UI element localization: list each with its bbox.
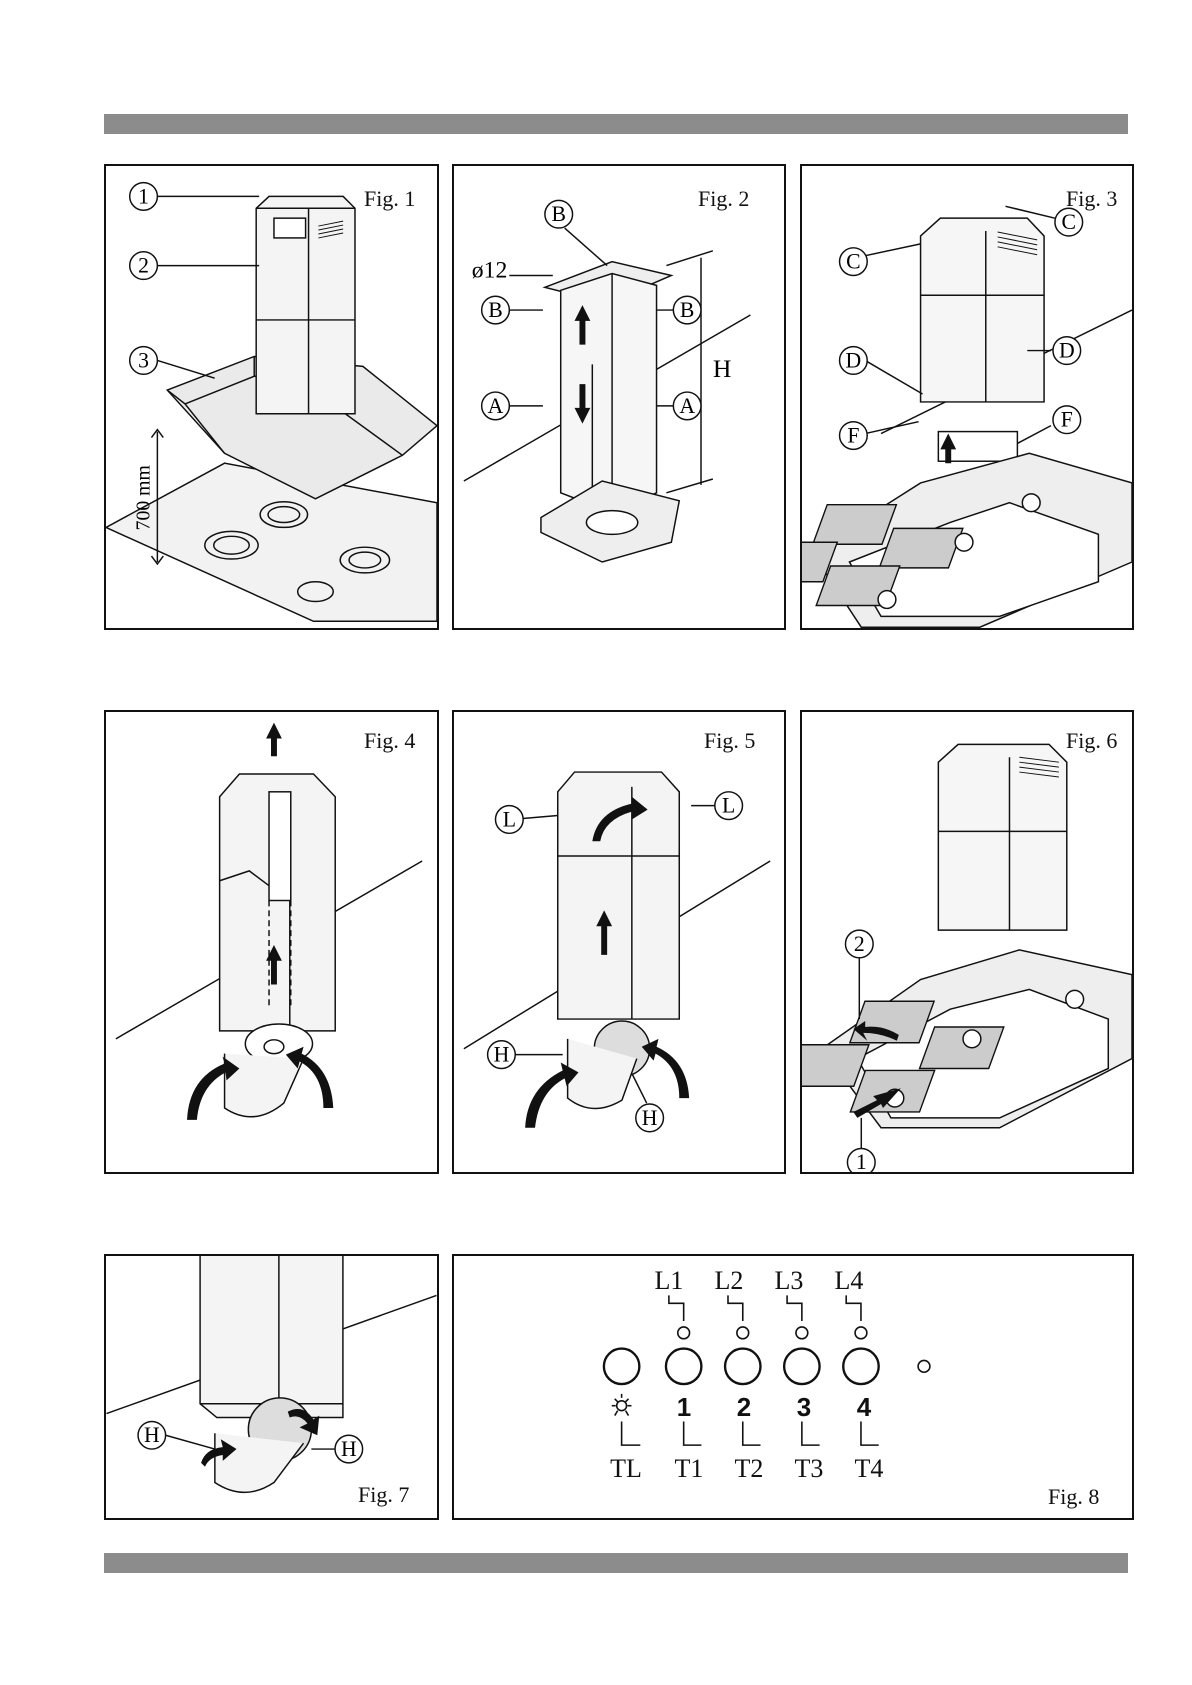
figure-2-callout-b-right: B	[680, 298, 695, 322]
figure-3-callout-d-right: D	[1059, 338, 1075, 362]
button-label-t2: T2	[719, 1454, 779, 1484]
led-label-l4: L4	[819, 1266, 879, 1296]
figure-3-callout-f-right: F	[1061, 408, 1073, 432]
button-label-t3: T3	[779, 1454, 839, 1484]
figure-7-drawing: H H	[106, 1256, 437, 1518]
figure-2-callout-a-left: A	[488, 394, 504, 418]
button-t3[interactable]	[784, 1349, 819, 1384]
status-led-indicator	[918, 1360, 930, 1372]
figure-2-callout-a-right: A	[679, 394, 695, 418]
figure-3-callout-c-left: C	[846, 250, 861, 274]
figure-3-panel: Fig. 3	[800, 164, 1134, 630]
figure-3-callout-d-left: D	[846, 348, 862, 372]
button-label-t1: T1	[659, 1454, 719, 1484]
figure-6-callout-2: 2	[854, 932, 865, 956]
figure-3-callout-f-left: F	[847, 423, 859, 447]
figure-5-drawing: L L H H	[454, 712, 784, 1172]
figure-3-callout-c-right: C	[1062, 210, 1077, 234]
figure-6-callout-1: 1	[856, 1150, 867, 1172]
figure-4-drawing	[106, 712, 437, 1172]
figure-1-callout-2: 2	[138, 254, 149, 278]
figure-1-callout-1: 1	[138, 184, 149, 208]
figure-5-callout-l-right: L	[722, 794, 735, 818]
figure-4-panel: Fig. 4	[104, 710, 439, 1174]
button-tl[interactable]	[604, 1349, 639, 1384]
figure-6-drawing: 2 1	[802, 712, 1132, 1172]
figure-2-dimension-h: H	[713, 354, 732, 383]
key-number-1: 1	[664, 1392, 704, 1423]
key-number-2: 2	[724, 1392, 764, 1423]
figure-7-callout-h-right: H	[341, 1437, 357, 1461]
led-l3-indicator	[796, 1327, 808, 1339]
led-label-l3: L3	[759, 1266, 819, 1296]
figure-2-callout-b-top: B	[551, 202, 566, 226]
button-t1[interactable]	[666, 1349, 701, 1384]
button-t2[interactable]	[725, 1349, 760, 1384]
figure-7-panel: Fig. 7 H H	[104, 1254, 439, 1520]
led-l2-indicator	[737, 1327, 749, 1339]
figure-3-drawing: C C D D F F	[802, 166, 1132, 628]
figure-2-callout-b-left: B	[488, 298, 503, 322]
figure-5-panel: Fig. 5 L L H H	[452, 710, 786, 1174]
figure-5-callout-h-left: H	[494, 1043, 510, 1067]
figure-5-callout-l-left: L	[503, 807, 516, 831]
figure-1-dimension: 700 mm	[132, 465, 154, 531]
figure-8-panel: Fig. 8	[452, 1254, 1134, 1520]
key-number-4: 4	[844, 1392, 884, 1423]
led-l1-indicator	[678, 1327, 690, 1339]
button-label-tl: TL	[596, 1454, 656, 1484]
figure-2-panel: Fig. 2	[452, 164, 786, 630]
led-l4-indicator	[855, 1327, 867, 1339]
header-bar	[104, 114, 1128, 134]
led-label-l1: L1	[639, 1266, 699, 1296]
figure-7-callout-h-left: H	[144, 1423, 160, 1447]
light-bulb-icon	[612, 1394, 632, 1416]
figure-1-callout-3: 3	[138, 348, 149, 372]
key-number-3: 3	[784, 1392, 824, 1423]
button-label-t4: T4	[839, 1454, 899, 1484]
figure-1-drawing: 1 2 3 700 mm	[106, 166, 437, 628]
figure-2-drawing: B B B A A H ø12	[454, 166, 784, 628]
figure-6-panel: Fig. 6	[800, 710, 1134, 1174]
figure-5-callout-h-right: H	[642, 1106, 658, 1130]
footer-bar	[104, 1553, 1128, 1573]
button-t4[interactable]	[843, 1349, 878, 1384]
figure-1-panel: Fig. 1	[104, 164, 439, 630]
figure-2-diameter: ø12	[472, 257, 508, 283]
led-label-l2: L2	[699, 1266, 759, 1296]
